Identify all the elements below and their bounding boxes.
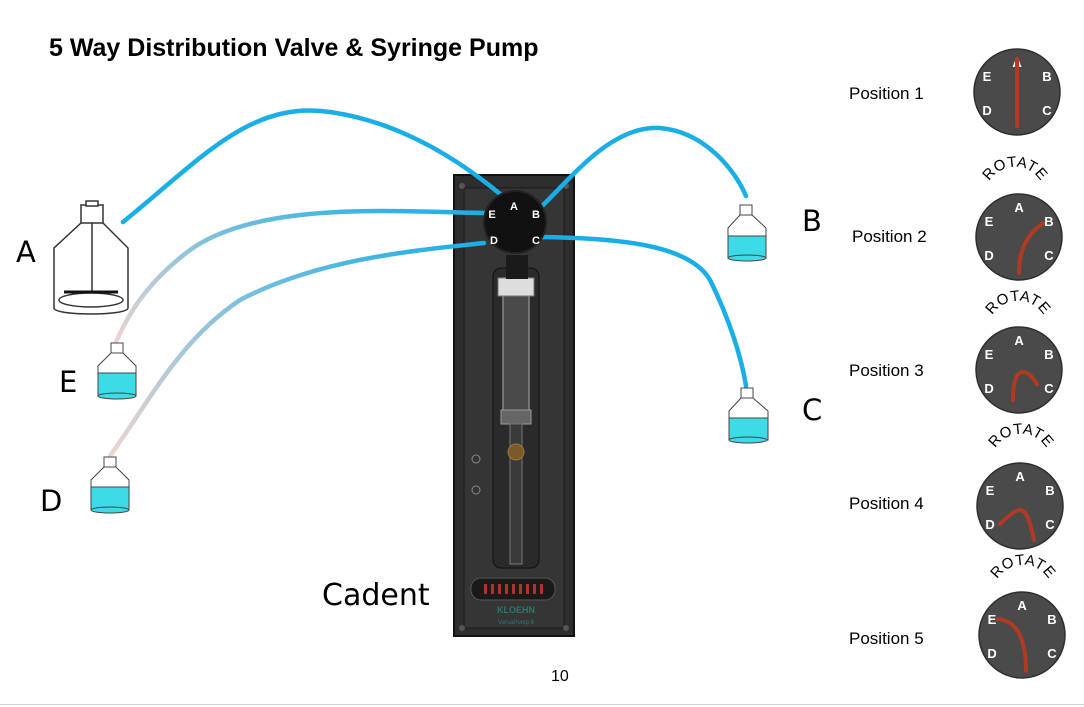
rotate-label-3: ROTATE	[985, 421, 1057, 451]
position-4-flow-path	[998, 507, 1036, 542]
position-5-port-label: B	[1047, 612, 1056, 627]
position-4-port-label: A	[1015, 469, 1025, 484]
position-4-port-label: E	[986, 483, 995, 498]
reservoir-b-bottle	[727, 204, 767, 262]
position-4-port-label: C	[1045, 517, 1055, 532]
position-3-port-label: B	[1044, 347, 1053, 362]
position-3-port-label: D	[984, 381, 993, 396]
valve-port-b: B	[532, 209, 540, 221]
position-2-port-label: C	[1044, 248, 1054, 263]
position-1-label: Position 1	[849, 84, 924, 103]
page-number: 10	[551, 668, 569, 685]
position-2-port-label: D	[984, 248, 993, 263]
tube-d	[107, 240, 487, 459]
position-1-port-label: B	[1042, 69, 1051, 84]
position-1-port-label: D	[982, 103, 991, 118]
rotate-label-4: ROTATE	[987, 552, 1059, 582]
position-5-port-label: E	[988, 612, 997, 627]
slide-title: 5 Way Distribution Valve & Syringe Pump	[49, 34, 539, 62]
position-3-label: Position 3	[849, 361, 924, 380]
reservoir-a-bottle	[53, 200, 129, 315]
reservoir-e-label: E	[59, 365, 78, 399]
position-5-flow-path	[996, 617, 1028, 673]
position-2-flow-path	[1017, 221, 1045, 275]
tubing	[107, 108, 749, 459]
position-5-port-label: D	[987, 646, 996, 661]
position-1-port-label: E	[983, 69, 992, 84]
position-4-port-label: B	[1045, 483, 1054, 498]
position-3-port-label: A	[1014, 333, 1024, 348]
tube-b	[535, 125, 749, 213]
tube-c	[537, 234, 749, 389]
position-5-port-label: A	[1017, 598, 1027, 613]
reservoir-d-label: D	[40, 484, 63, 518]
reservoir-c-bottle	[728, 387, 769, 444]
valve-port-e: E	[488, 209, 495, 221]
position-3-port-label: E	[985, 347, 994, 362]
position-dials: ABCDEABCDEABCDEABCDEABCDEROTATEROTATEROT…	[973, 48, 1066, 679]
position-4-dial: A B C D E	[976, 462, 1064, 550]
distribution-valve: A B C D E	[483, 190, 547, 254]
tube-a	[120, 108, 508, 225]
position-3-port-label: C	[1044, 381, 1054, 396]
position-2-port-label: A	[1014, 200, 1024, 215]
reservoir-a-label: A	[16, 235, 36, 269]
position-1-port-label: C	[1042, 103, 1052, 118]
reservoir-e-bottle	[97, 342, 137, 400]
position-5-port-label: C	[1047, 646, 1057, 661]
valve-port-a: A	[510, 201, 518, 213]
position-5-label: Position 5	[849, 629, 924, 648]
reservoir-d-bottle	[90, 456, 130, 514]
position-4-port-label: D	[985, 517, 994, 532]
valve-port-d: D	[490, 235, 498, 247]
valve-port-c: C	[532, 235, 540, 247]
footer-divider	[0, 704, 1084, 705]
reservoir-c-label: C	[802, 393, 823, 427]
position-2-dial: A B C D E	[975, 193, 1063, 281]
device-caption: Cadent	[322, 578, 430, 613]
rotate-label-1: ROTATE	[979, 154, 1051, 184]
device-model: VersaPump 6	[498, 620, 535, 626]
position-2-label: Position 2	[852, 227, 927, 246]
position-5-dial: A B C D E	[978, 591, 1066, 679]
tube-e	[113, 208, 488, 345]
rotate-label-2: ROTATE	[982, 288, 1054, 318]
position-2-port-label: E	[985, 214, 994, 229]
position-3-flow-path	[1011, 369, 1039, 402]
position-2-port-label: B	[1044, 214, 1053, 229]
position-3-dial: A B C D E	[975, 326, 1063, 414]
reservoir-b-label: B	[802, 204, 822, 238]
device-brand: KLOEHN	[497, 605, 535, 615]
position-4-label: Position 4	[849, 494, 924, 513]
